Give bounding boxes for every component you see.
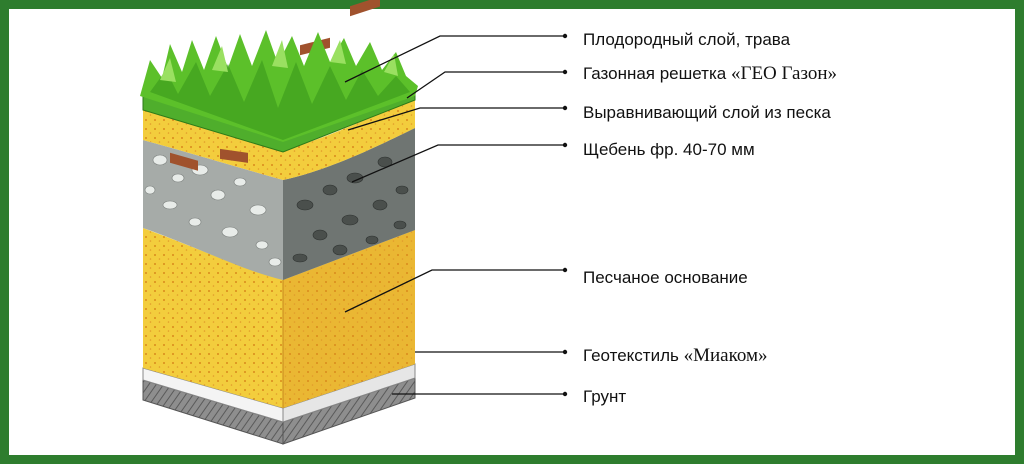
label-sand-leveling: Выравнивающий слой из песка [583, 103, 831, 122]
label-lawn-grid-prefix: Газонная решетка [583, 64, 731, 83]
label-ground: Грунт [583, 387, 627, 406]
label-lawn-grid-brand: «ГЕО Газон» [730, 63, 838, 84]
geotextile-layer [142, 363, 416, 423]
label-geotextile-brand: «Миаком» [683, 345, 768, 366]
label-sand-base: Песчаное основание [583, 268, 748, 287]
grass-layer [140, 30, 418, 142]
leader-sand-leveling [347, 107, 565, 131]
leader-sand-base [344, 269, 565, 313]
leader-gravel [351, 144, 565, 183]
label-lawn-grid: Газонная решетка «ГЕО Газон» [583, 64, 837, 84]
sand-leveling-layer [143, 98, 415, 180]
label-fertile-layer: Плодородный слой, трава [583, 30, 791, 49]
leader-grid [406, 71, 565, 99]
leader-lines [344, 35, 565, 395]
label-gravel: Щебень фр. 40-70 мм [583, 140, 755, 159]
leader-endpoints [562, 33, 568, 397]
sand-base-layer [143, 228, 415, 408]
label-geotextile-prefix: Геотекстиль [583, 346, 684, 365]
gravel-layer [143, 128, 415, 280]
leader-fertile [344, 35, 565, 83]
label-geotextile: Геотекстиль «Миаком» [583, 346, 768, 366]
